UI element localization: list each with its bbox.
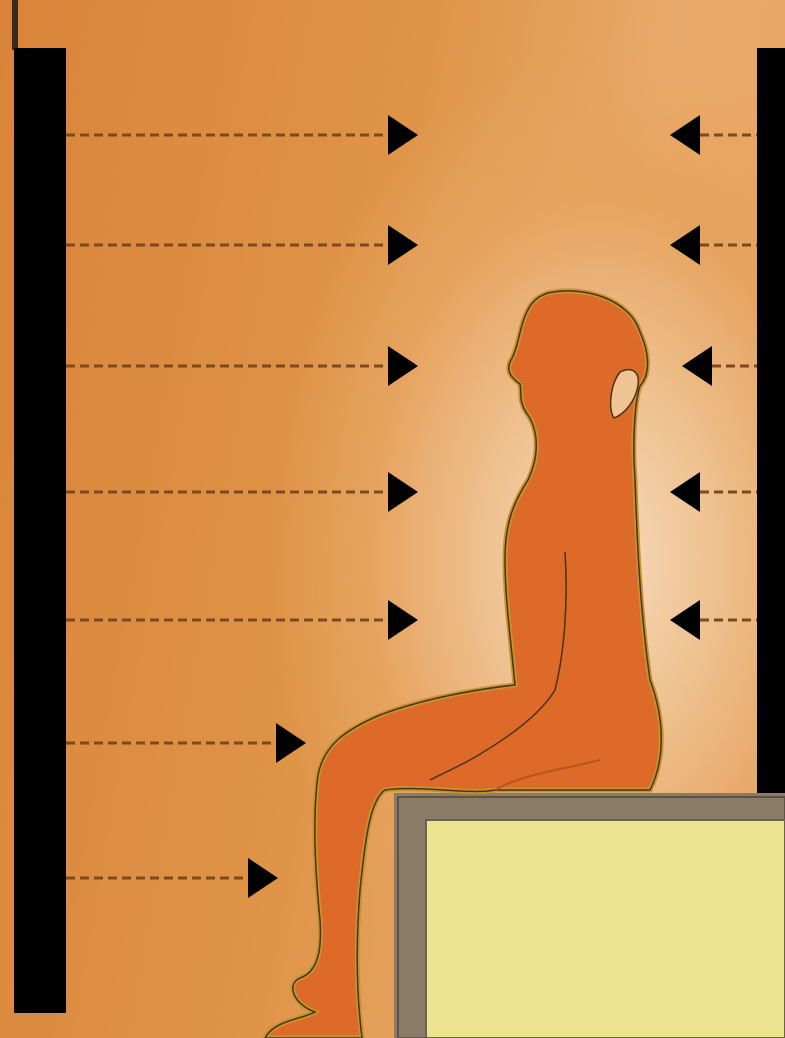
left-ray-4 (66, 472, 418, 512)
arrow-head-icon (670, 472, 700, 512)
right-ray-5 (670, 600, 757, 640)
arrow-head-icon (276, 723, 306, 763)
right-ray-2 (670, 225, 757, 265)
arrow-head-icon (670, 600, 700, 640)
right-heat-rays (670, 115, 757, 640)
left-ray-2 (66, 225, 418, 265)
left-ray-7 (66, 858, 278, 898)
arrow-head-icon (388, 472, 418, 512)
right-heater-panel (757, 48, 785, 798)
left-ray-5 (66, 600, 418, 640)
left-ray-3 (66, 346, 418, 386)
arrow-head-icon (388, 346, 418, 386)
arrow-head-icon (388, 225, 418, 265)
arrow-head-icon (388, 115, 418, 155)
left-top-edge (12, 0, 18, 50)
sauna-bench (394, 793, 785, 1038)
arrow-head-icon (388, 600, 418, 640)
right-ray-4 (670, 472, 757, 512)
arrow-head-icon (670, 225, 700, 265)
left-ray-1 (66, 115, 418, 155)
right-ray-1 (670, 115, 757, 155)
left-ray-6 (66, 723, 306, 763)
bench-seat (426, 820, 785, 1038)
arrow-head-icon (682, 346, 712, 386)
arrow-head-icon (670, 115, 700, 155)
arrow-head-icon (248, 858, 278, 898)
left-heater-panel (14, 48, 66, 1013)
right-ray-3 (682, 346, 757, 386)
